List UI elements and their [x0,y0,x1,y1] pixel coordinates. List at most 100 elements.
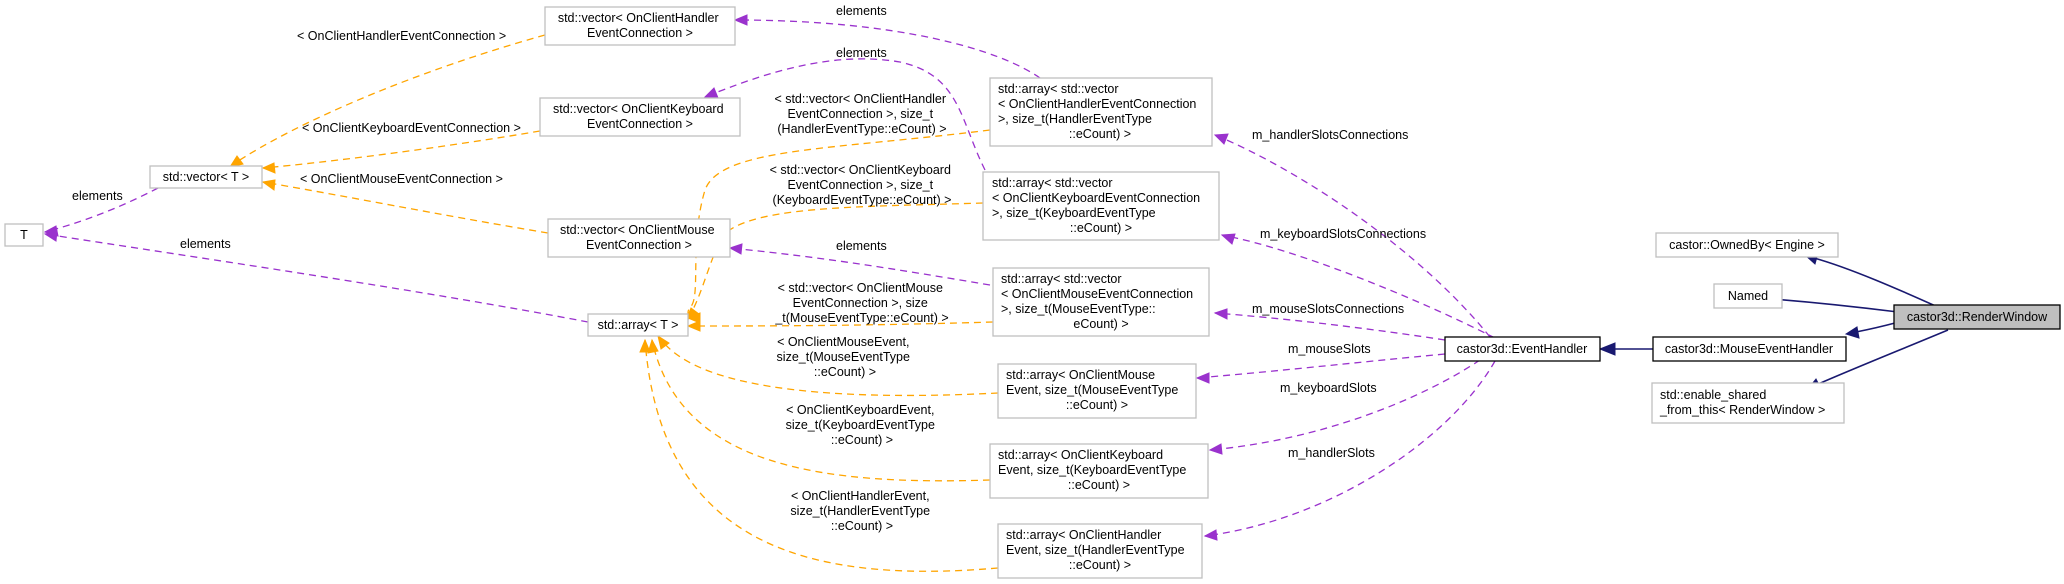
node-vector-onclientmouse-eventconnection-label: std::vector< OnClientMouse EventConnecti… [560,223,718,252]
node-line: < OnClientMouseEventConnection [1001,287,1193,301]
node-vector-onclienthandler-eventconnection-label: std::vector< OnClientHandler EventConnec… [558,11,722,40]
node-line: EventConnection > [587,117,693,131]
label-mouse-elements: elements [836,239,887,253]
label-tmpl-vec-mouse: < std::vector< OnClientMouse EventConnec… [774,281,948,325]
edge-arr-vec-handler-elements [733,14,1041,79]
label-tmpl-vec-handler: < std::vector< OnClientHandler EventConn… [774,92,949,136]
node-line: < OnClientKeyboardEventConnection [992,191,1200,205]
label-tmpl-vec-keyboard: < std::vector< OnClientKeyboard EventCon… [770,163,955,207]
label-m-handlerSlots: m_handlerSlots [1288,446,1375,460]
node-vector-t-label: std::vector< T > [163,170,249,184]
node-array-onclienthandlerevent[interactable]: std::array< OnClientHandler Event, size_… [997,523,1203,579]
node-castor3d-mouseeventhandler[interactable]: castor3d::MouseEventHandler [1652,336,1847,362]
edge-m-handlerSlots [1203,360,1496,541]
edge-renderwindow-to-ownedby [1803,252,1941,309]
edge-vec-keyboard-to-vector-t [261,130,541,174]
node-array-vector-mouse-connection[interactable]: std::array< std::vector < OnClientMouseE… [992,267,1210,337]
node-castor-ownedby-engine[interactable]: castor::OwnedBy< Engine > [1655,232,1839,258]
node-array-t[interactable]: std::array< T > [587,313,689,337]
node-castor3d-renderwindow[interactable]: castor3d::RenderWindow [1893,304,2061,330]
node-named[interactable]: Named [1713,283,1783,309]
label-tmpl-vec-mouse-line: < std::vector< OnClientMouse [778,281,943,295]
edge-arr-vec-mouse-elements [728,243,991,286]
node-castor3d-eventhandler[interactable]: castor3d::EventHandler [1444,336,1601,362]
edge-tmpl-arr-keyboard-ev [647,338,991,482]
node-array-vector-mouse-connection-label: std::array< std::vector < OnClientMouseE… [1001,272,1197,331]
edge-tmpl-arr-vec-mouse [686,320,994,332]
node-line: >, size_t(MouseEventType:: [1001,302,1156,316]
label-tmpl-vec-keyboard-line: (KeyboardEventType::eCount) > [773,193,952,207]
label-tmpl-mouse-ev-line: size_t(MouseEventType [777,350,910,364]
node-line: ::eCount) > [1070,221,1132,235]
node-vector-t[interactable]: std::vector< T > [149,165,263,189]
label-tmpl-mouse-ev: < OnClientMouseEvent, size_t(MouseEventT… [777,335,914,379]
label-tmpl-handler-ev-line: size_t(HandlerEventType [790,504,930,518]
node-enable-shared-from-this[interactable]: std::enable_shared _from_this< RenderWin… [1651,382,1845,424]
node-castor3d-renderwindow-label: castor3d::RenderWindow [1907,310,2048,324]
edge-tmpl-arr-mouse-ev [657,334,999,397]
label-tmpl-keyboard-ev-line: < OnClientKeyboardEvent, [786,403,934,417]
node-array-vector-keyboard-connection[interactable]: std::array< std::vector < OnClientKeyboa… [982,171,1220,241]
label-tmpl-vec-handler-line: EventConnection >, size_t [787,107,933,121]
node-line: std::array< OnClientMouse [1006,368,1155,382]
node-line: ::eCount) > [1069,558,1131,572]
label-tmpl-mouse-ev-line: ::eCount) > [814,365,876,379]
node-array-onclientmouseevent[interactable]: std::array< OnClientMouse Event, size_t(… [997,363,1197,419]
label-tmpl-keyboard-ev-line: ::eCount) > [831,433,893,447]
label-vec-keyboard-conn: < OnClientKeyboardEventConnection > [302,121,521,135]
label-m-keyboardSlots: m_keyboardSlots [1280,381,1377,395]
node-line: std::vector< OnClientMouse [560,223,715,237]
edge-array-t-elements [43,230,589,323]
node-line: Event, size_t(KeyboardEventType [998,463,1186,477]
node-line: std::vector< OnClientKeyboard [553,102,724,116]
edge-vec-mouse-to-vector-t [261,179,549,234]
node-array-vector-handler-connection[interactable]: std::array< std::vector < OnClientHandle… [989,77,1213,147]
node-line: std::array< OnClientHandler [1006,528,1161,542]
label-m-keyboardSlotsConnections: m_keyboardSlotsConnections [1260,227,1426,241]
edge-m-keyboardSlots [1208,359,1481,455]
node-line: std::enable_shared [1660,388,1766,402]
node-enable-shared-from-this-label: std::enable_shared _from_this< RenderWin… [1659,388,1825,417]
label-t-vec-elements: elements [72,189,123,203]
label-tmpl-vec-keyboard-line: EventConnection >, size_t [787,178,933,192]
node-line: EventConnection > [587,26,693,40]
label-vec-mouse-conn: < OnClientMouseEventConnection > [300,172,503,186]
label-tmpl-vec-handler-line: (HandlerEventType::eCount) > [777,122,946,136]
edge-vec-handler-to-vector-t [228,34,546,168]
node-line: ::eCount) > [1069,127,1131,141]
edge-m-keyboardSlotsConnections [1220,233,1496,339]
node-line: ::eCount) > [1068,478,1130,492]
label-tmpl-keyboard-ev-line: size_t(KeyboardEventType [786,418,935,432]
node-vector-onclienthandler-eventconnection[interactable]: std::vector< OnClientHandler EventConnec… [544,6,736,46]
edge-m-handlerSlotsConnections [1213,133,1491,338]
node-array-onclientkeyboardevent[interactable]: std::array< OnClientKeyboard Event, size… [989,443,1209,499]
node-t[interactable]: T [4,223,44,247]
node-line: std::array< OnClientKeyboard [998,448,1163,462]
edge-renderwindow-to-mouseeventhandler [1844,322,1896,339]
label-handler-elements: elements [836,4,887,18]
label-tmpl-vec-keyboard-line: < std::vector< OnClientKeyboard [770,163,951,177]
label-tmpl-handler-ev-line: < OnClientHandlerEvent, [791,489,930,503]
node-vector-onclientmouse-eventconnection[interactable]: std::vector< OnClientMouse EventConnecti… [547,218,731,258]
node-array-onclientmouseevent-label: std::array< OnClientMouse Event, size_t(… [1006,368,1182,412]
node-vector-onclientkeyboard-eventconnection[interactable]: std::vector< OnClientKeyboard EventConne… [539,97,741,137]
node-line: eCount) > [1073,317,1128,331]
label-vec-handler-conn: < OnClientHandlerEventConnection > [297,29,506,43]
node-array-onclienthandlerevent-label: std::array< OnClientHandler Event, size_… [1006,528,1188,572]
node-vector-onclientkeyboard-eventconnection-label: std::vector< OnClientKeyboard EventConne… [553,102,727,131]
label-t-arr-elements: elements [180,237,231,251]
label-m-handlerSlotsConnections: m_handlerSlotsConnections [1252,128,1408,142]
label-tmpl-vec-mouse-line: EventConnection >, size [793,296,928,310]
node-line: EventConnection > [586,238,692,252]
node-t-label: T [20,228,28,242]
node-line: Event, size_t(MouseEventType [1006,383,1178,397]
node-line: std::array< std::vector [998,82,1119,96]
label-tmpl-mouse-ev-line: < OnClientMouseEvent, [777,335,909,349]
label-m-mouseSlots: m_mouseSlots [1288,342,1371,356]
label-keyboard-elements: elements [836,46,887,60]
node-line: >, size_t(HandlerEventType [998,112,1152,126]
node-line: ::eCount) > [1066,398,1128,412]
edge-mouseeventhandler-to-eventhandler [1598,342,1653,356]
label-tmpl-vec-handler-line: < std::vector< OnClientHandler [774,92,946,106]
